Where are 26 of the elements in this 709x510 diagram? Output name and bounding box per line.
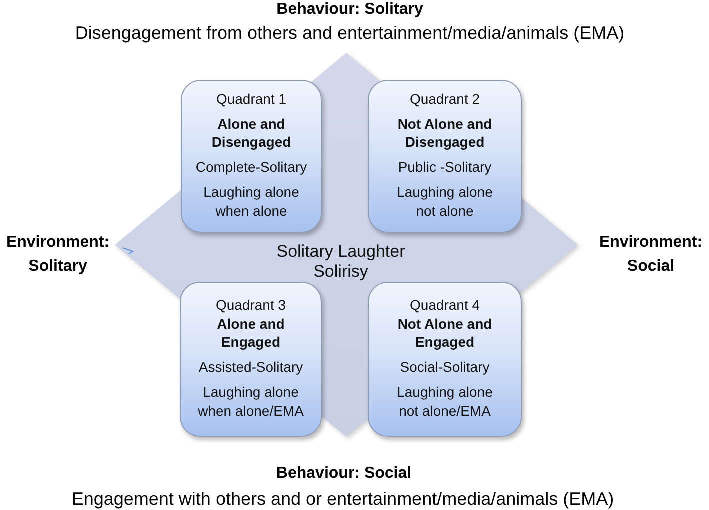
quadrant-type: Social-Solitary — [400, 358, 490, 376]
quadrant-type: Complete-Solitary — [196, 158, 308, 177]
quadrant-heading: Not Alone and Disengaged — [396, 114, 494, 152]
quadrant-type: Assisted-Solitary — [198, 358, 304, 376]
behaviour-description: Disengagement from others and entertainment/media/animals (EMA) — [75, 22, 625, 44]
quadrant-heading: Alone and Disengaged — [210, 114, 292, 152]
quadrant-description: Laughing alone not alone — [396, 183, 494, 220]
quadrant-description: Laughing alone when alone — [202, 183, 300, 220]
behaviour-heading: Behaviour: Social — [276, 464, 412, 484]
quadrant-number: Quadrant 1 — [216, 90, 287, 108]
quadrant-heading: Not Alone and Engaged — [396, 314, 494, 352]
diamond-subtitle: Solirisy — [314, 262, 368, 282]
quadrant-description: Laughing alone not alone/EMA — [396, 383, 494, 420]
quadrant-description: Laughing alone when alone/EMA — [197, 383, 305, 420]
behaviour-heading: Behaviour: Solitary — [276, 0, 424, 19]
diamond-title: Solitary Laughter — [276, 242, 406, 262]
quadrant-number: Quadrant 4 — [410, 296, 480, 314]
quadrant-box — [180, 282, 322, 437]
quadrant-number: Quadrant 2 — [410, 90, 480, 108]
behaviour-description: Engagement with others and or entertainment/media/animals (EMA) — [72, 489, 614, 510]
quadrant-type: Public -Solitary — [398, 158, 492, 177]
environment-label: Environment: Solitary — [5, 233, 111, 277]
quadrant-box — [368, 282, 522, 437]
quadrant-heading: Alone and Engaged — [216, 314, 286, 352]
environment-label: Environment: Social — [598, 233, 704, 277]
quadrant-number: Quadrant 3 — [216, 296, 286, 314]
